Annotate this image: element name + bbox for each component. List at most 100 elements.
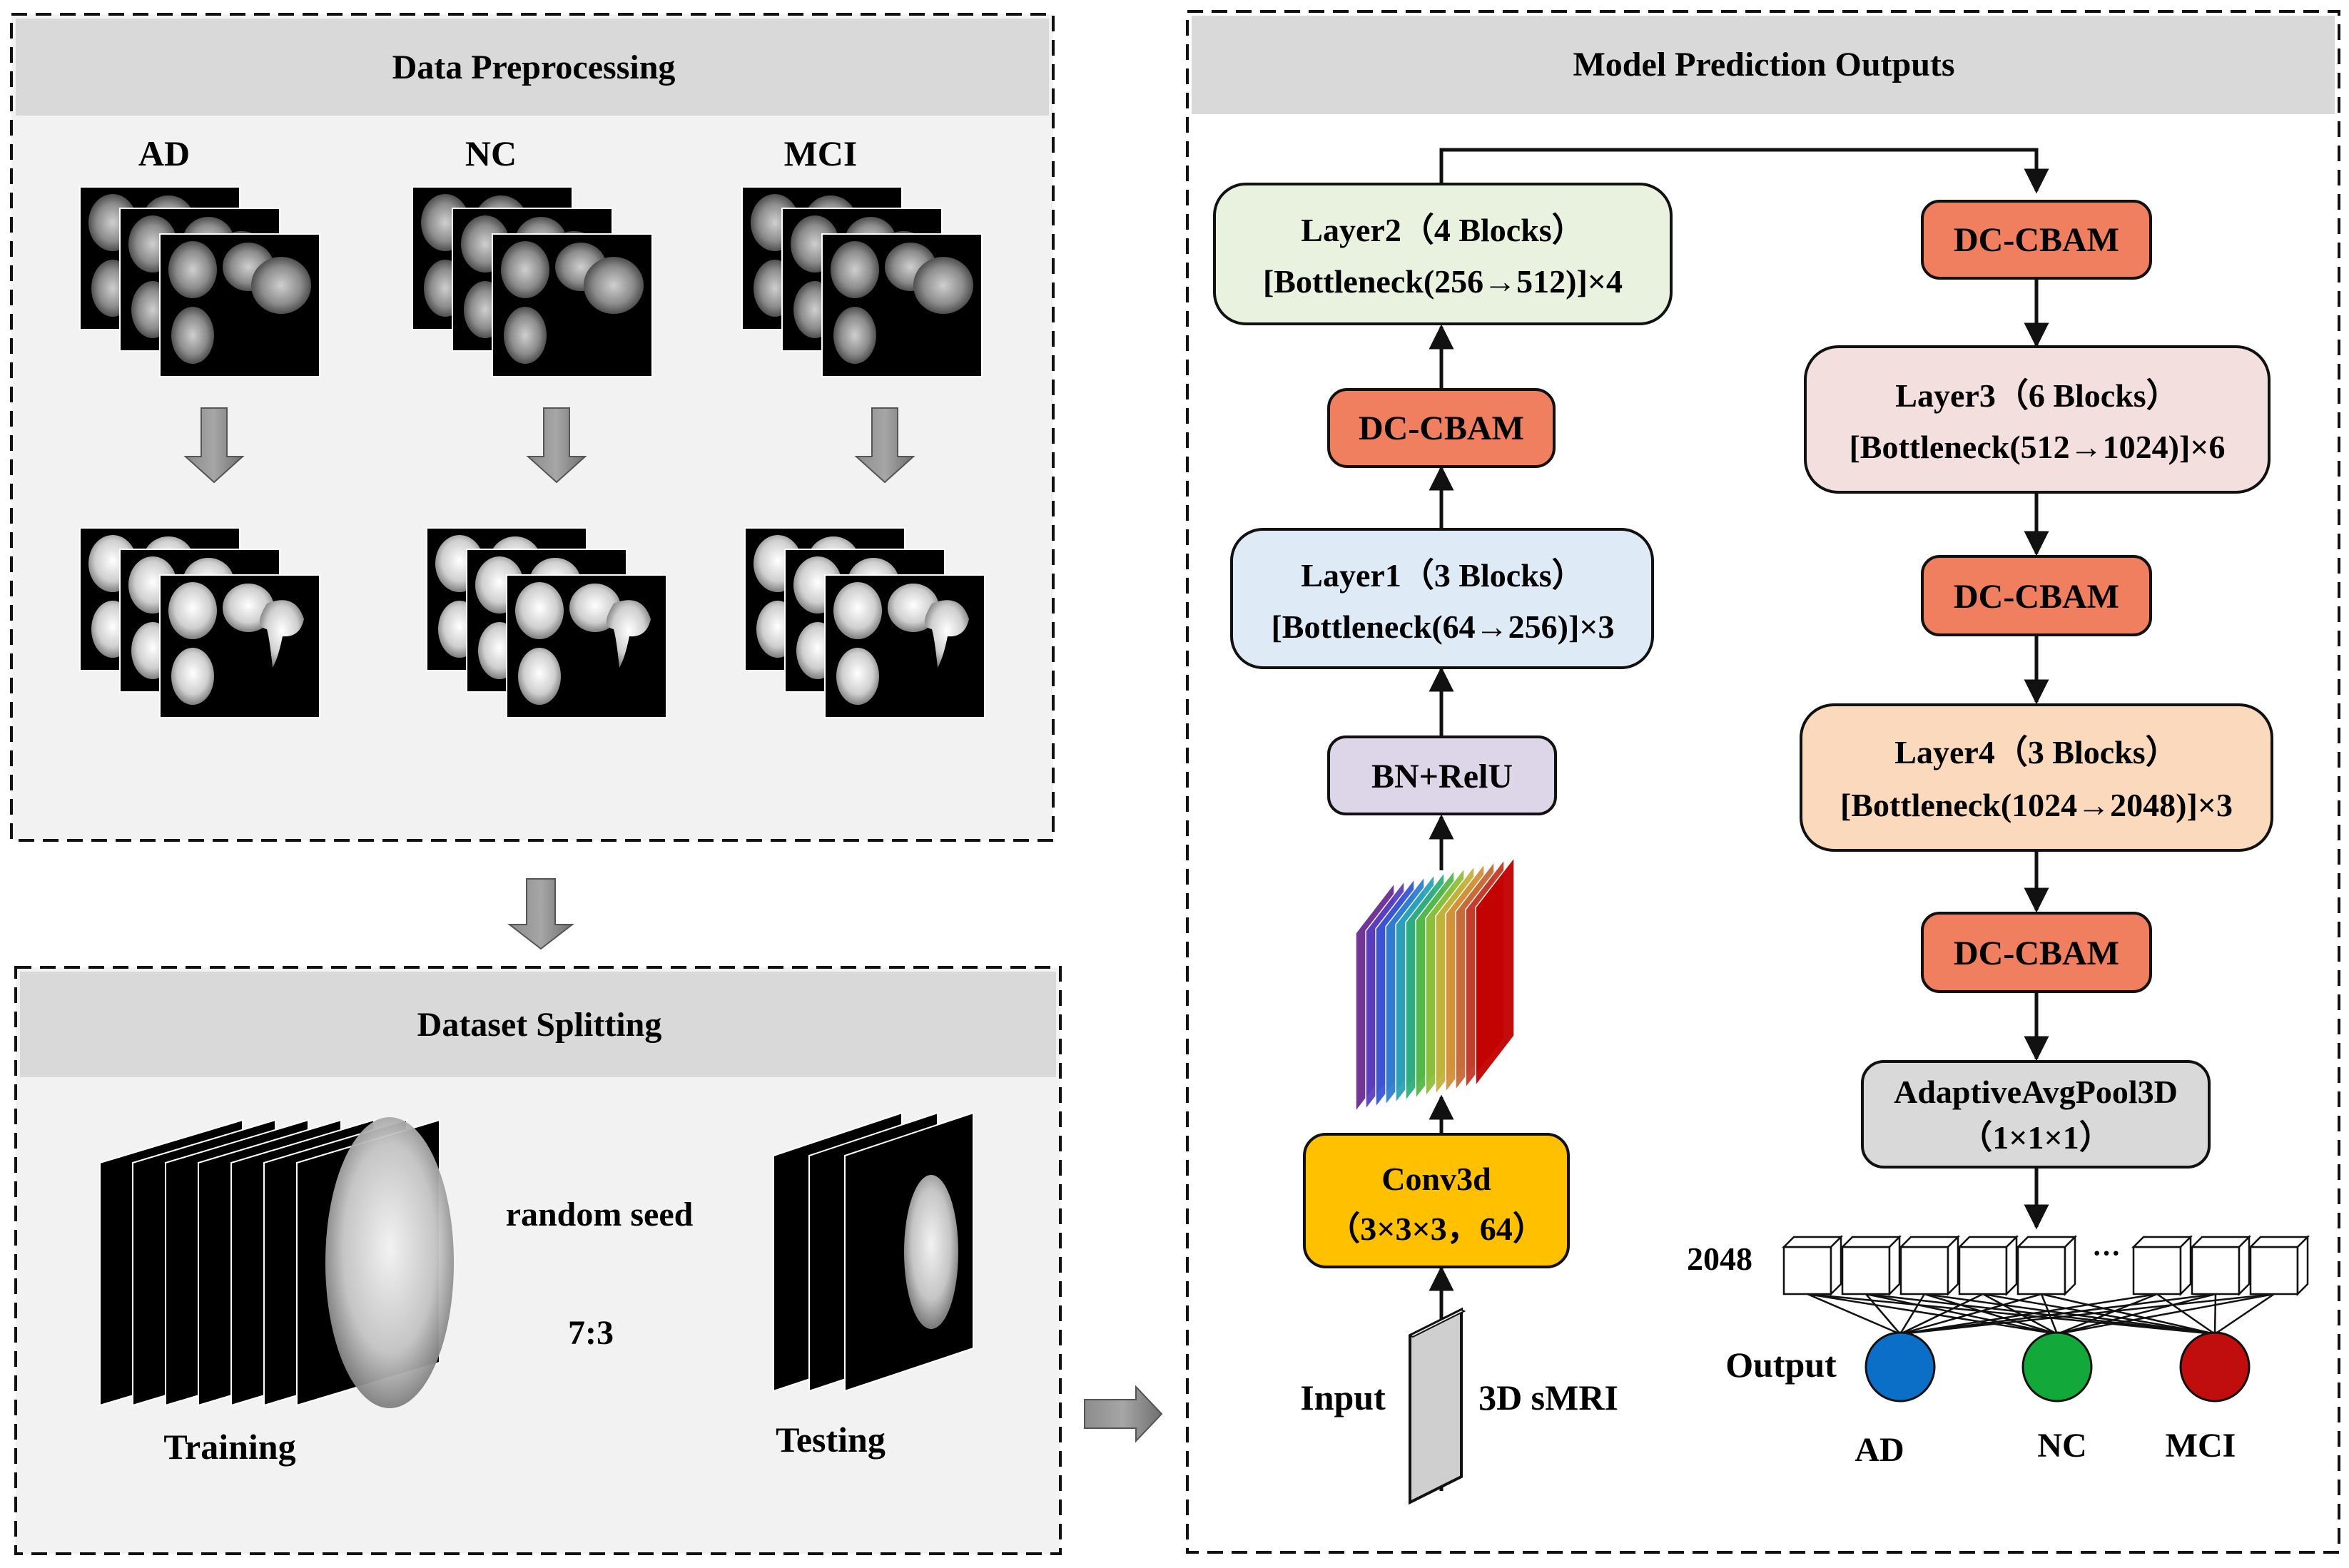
fc-line [1899, 1293, 2275, 1335]
layer3-detail: [Bottleneck(512→1024)]×6 [1849, 429, 2225, 465]
connectors [1429, 148, 2049, 1491]
feature-cube-side [2064, 1234, 2076, 1297]
head-sagittal [913, 257, 973, 314]
brain-slice [325, 1117, 454, 1408]
processed-stack [79, 527, 320, 718]
output-class-mci: MCI [2166, 1427, 2236, 1465]
brain-axial [518, 648, 561, 705]
layer2-title: Layer2（4 Blocks） [1301, 212, 1584, 248]
layer2-detail: [Bottleneck(256→512)]×4 [1263, 263, 1623, 300]
feature-cube [1841, 1246, 1891, 1295]
dc-cbam-block-r2: DC-CBAM [1921, 555, 2152, 636]
feature-cube-side [1888, 1234, 1901, 1297]
input-volume: Input 3D sMRI [1300, 1307, 1618, 1505]
seed-label: random seed [506, 1196, 694, 1233]
layer1-title: Layer1（3 Blocks） [1301, 557, 1584, 594]
ratio-label: 7:3 [568, 1314, 614, 1352]
layer3-block: Layer3（6 Blocks） [Bottleneck(512→1024)]×… [1804, 345, 2271, 494]
brain-sagittal [925, 600, 969, 668]
fc-line [1899, 1293, 2216, 1335]
features-count: 2048 [1687, 1241, 1752, 1277]
feature-cube [1958, 1246, 2008, 1295]
testing-label: Testing [776, 1420, 886, 1460]
output-class-nc: NC [2037, 1427, 2086, 1465]
raw-stack [741, 186, 983, 377]
raw-stack [412, 186, 653, 377]
dc-cbam-block-r3: DC-CBAM [1921, 912, 2152, 993]
fc-line [1865, 1293, 1901, 1335]
dc-cbam-label: DC-CBAM [1359, 409, 1524, 447]
brain-axial [831, 241, 879, 298]
testing-slices [773, 1111, 974, 1393]
brain-axial [515, 582, 564, 639]
preprocess-arrows [183, 407, 915, 484]
fc-line [1899, 1293, 1984, 1335]
head-sagittal [584, 257, 644, 314]
processed-mri-stacks [79, 527, 985, 718]
down-arrow [854, 407, 915, 484]
brain-axial [504, 307, 547, 364]
output-nodes [1865, 1331, 2251, 1402]
model-panel: Model Prediction Outputs Layer2（4 Blocks… [1186, 10, 2340, 1554]
brain-axial [833, 582, 882, 639]
layer1-detail: [Bottleneck(64→256)]×3 [1271, 609, 1614, 645]
feature-cube-side [1947, 1234, 1959, 1297]
raw-stack [79, 186, 320, 377]
feature-map [1475, 855, 1515, 1088]
fc-line [1865, 1293, 2058, 1335]
fc-line [1807, 1293, 2058, 1335]
preprocessing-title: Data Preprocessing [392, 49, 676, 86]
brain-axial [171, 307, 214, 364]
fc-line [1924, 1293, 2058, 1335]
down-arrow [183, 407, 245, 484]
brain-sagittal [260, 600, 304, 668]
layer4-detail: [Bottleneck(1024→2048)]×3 [1840, 787, 2233, 823]
bn-relu-label: BN+RelU [1371, 758, 1513, 795]
splitting-panel: Dataset Splitting Training Testing rando… [14, 966, 1062, 1555]
dc-cbam-label: DC-CBAM [1954, 221, 2119, 259]
model-header [1192, 16, 2335, 114]
fc-line [2214, 1293, 2275, 1335]
input-type-label: 3D sMRI [1478, 1378, 1618, 1417]
conv3d-params: （3×3×3，64） [1327, 1211, 1545, 1247]
fc-line [1865, 1293, 2216, 1335]
pool-title: AdaptiveAvgPool3D [1894, 1074, 2178, 1110]
brain-axial [833, 307, 876, 364]
fc-line [2056, 1293, 2158, 1335]
training-label: Training [163, 1427, 295, 1467]
fc-connections [1807, 1293, 2275, 1335]
cube-ellipsis: ··· [2092, 1237, 2121, 1269]
processed-stack [426, 527, 667, 718]
output-node-nc [2021, 1331, 2093, 1402]
raw-mri-stacks [79, 186, 983, 377]
output-node-mci [2179, 1331, 2251, 1402]
brain-slice [904, 1175, 958, 1329]
layer1-block: Layer1（3 Blocks） [Bottleneck(64→256)]×3 [1230, 528, 1654, 669]
head-sagittal [251, 257, 311, 314]
fc-line [2056, 1293, 2216, 1335]
feature-cube-side [1830, 1234, 1842, 1297]
brain-axial [168, 582, 217, 639]
feature-maps [1355, 855, 1515, 1114]
brain-axial [836, 648, 879, 705]
output-class-ad: AD [1855, 1431, 1904, 1469]
fc-line [1982, 1293, 2058, 1335]
pool-params: （1×1×1） [1959, 1119, 2111, 1156]
feature-cube-side [2238, 1234, 2251, 1297]
dc-cbam-label: DC-CBAM [1954, 578, 2119, 616]
splitting-title: Dataset Splitting [417, 1006, 662, 1044]
fc-line [1807, 1293, 2216, 1335]
brain-sagittal [607, 600, 651, 668]
feature-cube [1899, 1246, 1949, 1295]
conv3d-title: Conv3d [1381, 1161, 1491, 1197]
model-title: Model Prediction Outputs [1573, 46, 1954, 83]
down-arrow [526, 407, 587, 484]
down-arrow-to-splitting [507, 878, 574, 950]
dc-cbam-label: DC-CBAM [1954, 935, 2119, 972]
feature-cube-side [2005, 1234, 2018, 1297]
output-node-ad [1865, 1331, 1936, 1402]
dc-cbam-block-r1: DC-CBAM [1921, 200, 2152, 280]
pool-block: AdaptiveAvgPool3D （1×1×1） [1861, 1060, 2211, 1169]
input-label: Input [1300, 1378, 1386, 1417]
